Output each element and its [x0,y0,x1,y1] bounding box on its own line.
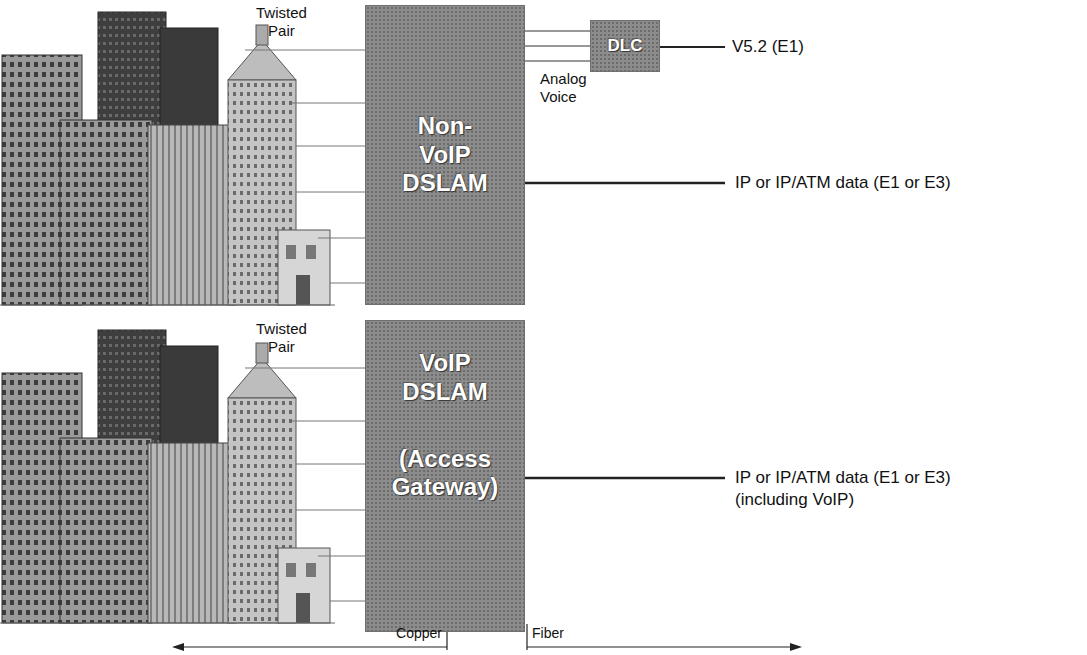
text-label: Fiber [532,625,564,642]
arrow-head [790,643,802,651]
analog-voice-line [525,30,590,31]
box-label: Non-VoIP DSLAM [402,112,487,198]
text-label: Twisted Pair [256,320,307,356]
text-label: IP or IP/ATM data (E1 or E3) [735,468,951,488]
copper-arrow [182,646,447,647]
dslam-box: VoIP DSLAM (Access Gateway) [365,320,525,632]
dlc-box: DLC [590,20,660,72]
text-label: (including VoIP) [735,490,854,510]
v52-line [660,46,725,48]
text-label: Analog Voice [540,70,587,106]
text-label: IP or IP/ATM data (E1 or E3) [735,173,951,193]
analog-voice-line [525,45,590,46]
buildings-top [0,12,365,305]
box-label: VoIP DSLAM [402,349,487,407]
buildings-bottom [0,330,365,623]
box-label: (Access Gateway) [392,445,499,503]
text-label: V5.2 (E1) [732,37,804,57]
fiber-arrow [527,646,792,647]
data-line [525,477,725,480]
analog-voice-line [525,60,590,61]
data-line [525,182,725,185]
text-label: Copper [396,625,442,642]
dslam-box: Non-VoIP DSLAM [365,5,525,305]
boundary-tick [526,624,527,650]
box-label: DLC [608,36,643,56]
arrow-head [172,643,184,651]
text-label: Twisted Pair [256,4,307,40]
